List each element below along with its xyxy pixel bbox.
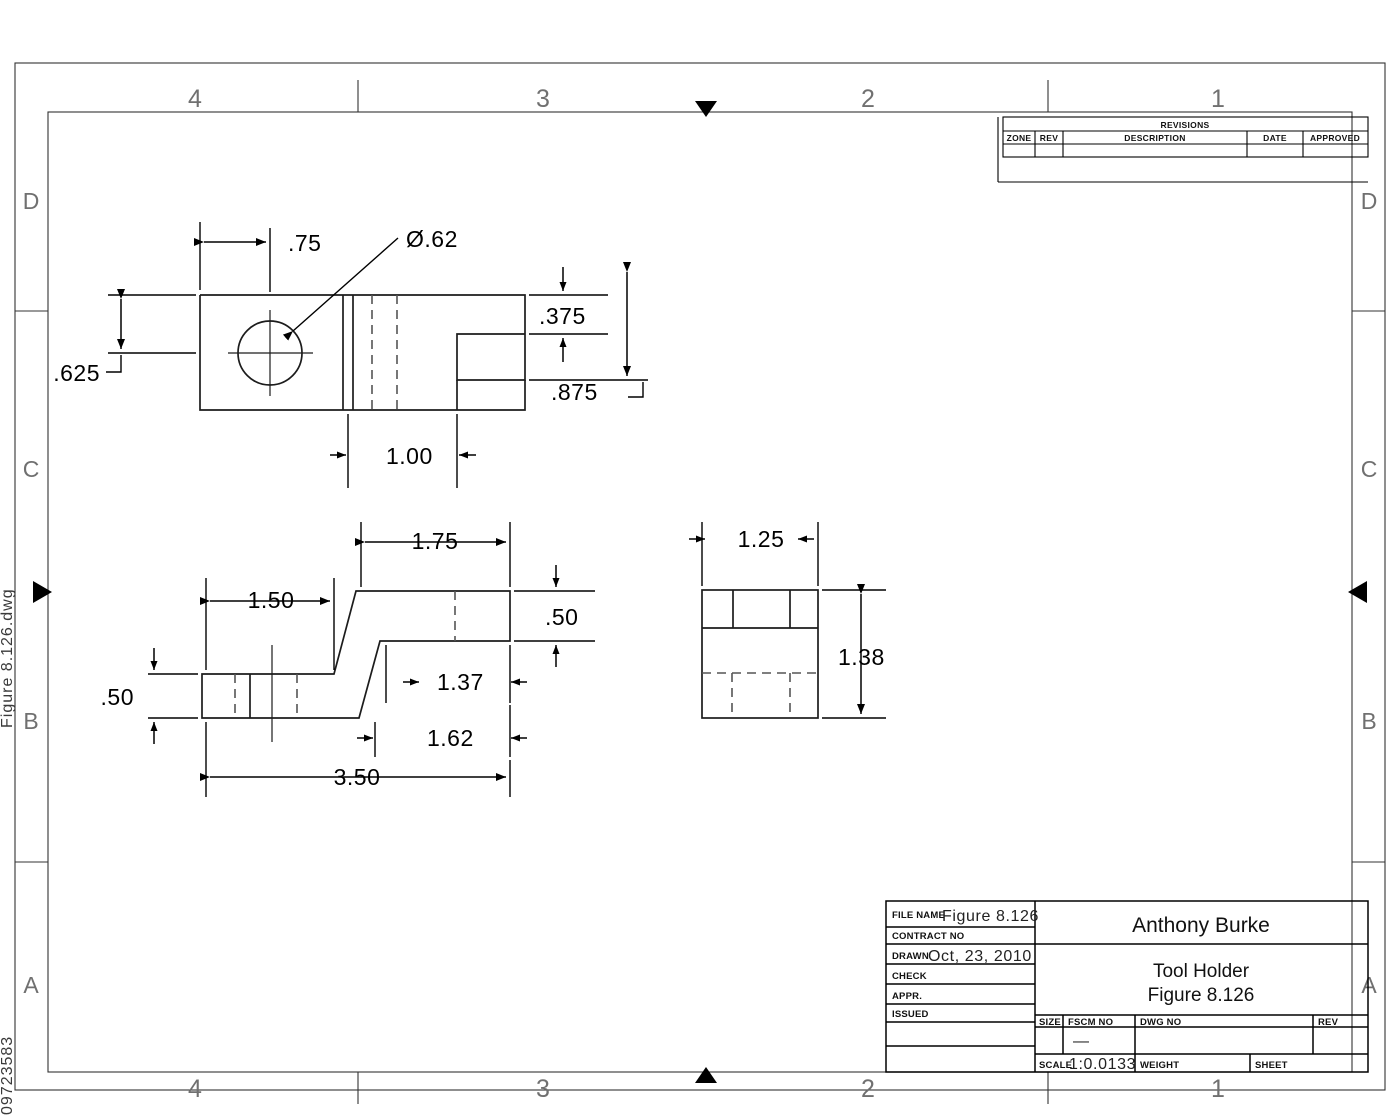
title-block-file-name-label: FILE NAME bbox=[892, 910, 945, 921]
margin-zone-numbers-bottom: 4 3 2 1 bbox=[188, 1075, 1225, 1103]
revisions-col-description: DESCRIPTION bbox=[1124, 133, 1185, 143]
revisions-title: REVISIONS bbox=[1161, 120, 1210, 130]
title-block-file-name-value: Figure 8.126 bbox=[942, 908, 1039, 925]
margin-zone-numbers-top: 4 3 2 1 bbox=[188, 85, 1225, 113]
title-block-issued-label: ISSUED bbox=[892, 1009, 929, 1020]
front-view-dimension-175: 1.75 bbox=[355, 522, 511, 587]
title-block-scale-label: SCALE bbox=[1039, 1060, 1072, 1071]
dim-label-top-thickness: .50 bbox=[545, 604, 578, 630]
center-arrow-right bbox=[1348, 581, 1367, 603]
revisions-col-rev: REV bbox=[1040, 133, 1058, 143]
margin-zone-letters-right: D C B A bbox=[1361, 188, 1378, 998]
title-block-title-line1: Tool Holder bbox=[1153, 961, 1250, 982]
front-view-dimension-bottom-050: .50 bbox=[101, 648, 198, 744]
center-arrow-top bbox=[695, 101, 717, 117]
revisions-col-approved: APPROVED bbox=[1310, 133, 1360, 143]
dim-label-overall-depth: .875 bbox=[551, 379, 598, 405]
top-view bbox=[199, 294, 526, 411]
dim-label-side-width: 1.25 bbox=[738, 526, 785, 552]
dim-label-inner-step: 1.37 bbox=[437, 669, 484, 695]
title-block-appr-label: APPR. bbox=[892, 991, 922, 1002]
revisions-col-zone: ZONE bbox=[1007, 133, 1032, 143]
title-block-company: Anthony Burke bbox=[1132, 914, 1270, 937]
center-arrow-left bbox=[33, 581, 52, 603]
zone-number-bottom-1: 1 bbox=[1211, 1075, 1225, 1103]
dim-label-overall-length: 3.50 bbox=[334, 764, 381, 790]
title-block-fscm-label: FSCM NO bbox=[1068, 1017, 1113, 1028]
side-view-dimension-125: 1.25 bbox=[689, 522, 819, 586]
top-view-dimension-075: .75 bbox=[194, 222, 321, 292]
side-view bbox=[701, 589, 819, 719]
dim-label-outer-step: 1.62 bbox=[427, 725, 474, 751]
front-view-dimension-350: 3.50 bbox=[200, 722, 511, 797]
center-arrow-bottom bbox=[695, 1067, 717, 1083]
top-view-dimension-diameter: Ø.62 bbox=[282, 226, 458, 341]
title-block: FILE NAME Figure 8.126 CONTRACT NO DRAWN… bbox=[885, 900, 1369, 1073]
dim-label-hole-offset: .75 bbox=[288, 230, 321, 256]
zone-letter-right-c: C bbox=[1361, 456, 1378, 482]
revisions-col-date: DATE bbox=[1263, 133, 1287, 143]
dim-label-lower-step: 1.50 bbox=[248, 587, 295, 613]
zone-number-bottom-2: 2 bbox=[861, 1075, 875, 1103]
front-view-dimension-137: 1.37 bbox=[385, 645, 527, 703]
front-view-dimension-162: 1.62 bbox=[357, 705, 527, 757]
title-block-dwg-no-label: DWG NO bbox=[1140, 1017, 1181, 1028]
revisions-block: REVISIONS ZONE REV DESCRIPTION DATE APPR… bbox=[997, 116, 1369, 183]
center-mark-arrows bbox=[33, 101, 1367, 1083]
top-view-dimension-100: 1.00 bbox=[330, 414, 476, 488]
title-block-sheet-label: SHEET bbox=[1255, 1060, 1288, 1071]
zone-letter-left-a: A bbox=[23, 972, 39, 998]
zone-number-bottom-3: 3 bbox=[536, 1075, 550, 1103]
zone-letter-right-a: A bbox=[1361, 972, 1377, 998]
margin-zone-letters-left: D C B A bbox=[23, 188, 40, 998]
dim-label-bottom-thickness: .50 bbox=[101, 684, 134, 710]
zone-number-top-4: 4 bbox=[188, 85, 202, 113]
title-block-drawn-value: Oct, 23, 2010 bbox=[928, 948, 1032, 965]
top-view-dimension-375: .375 bbox=[529, 267, 608, 362]
title-block-weight-label: WEIGHT bbox=[1140, 1060, 1179, 1071]
dim-label-upper-step: 1.75 bbox=[412, 528, 459, 554]
title-block-scale-value: 1:0.0133 bbox=[1069, 1056, 1136, 1073]
sheet-id-label: 09723583 bbox=[0, 1036, 16, 1115]
zone-letter-left-d: D bbox=[23, 188, 40, 214]
zone-letter-left-c: C bbox=[23, 456, 40, 482]
front-view bbox=[201, 590, 511, 742]
zone-number-top-1: 1 bbox=[1211, 85, 1225, 113]
front-view-dimension-top-050: .50 bbox=[514, 565, 595, 667]
zone-letter-left-b: B bbox=[23, 708, 38, 734]
front-view-dimension-150: 1.50 bbox=[200, 578, 335, 670]
dim-label-rib-width: 1.00 bbox=[386, 443, 433, 469]
side-view-dimension-138: 1.38 bbox=[822, 584, 886, 719]
zone-letter-right-d: D bbox=[1361, 188, 1378, 214]
dim-label-slot-width: .375 bbox=[539, 303, 586, 329]
title-block-rev-label: REV bbox=[1318, 1017, 1339, 1028]
title-block-check-label: CHECK bbox=[892, 971, 927, 982]
title-block-contract-label: CONTRACT NO bbox=[892, 931, 964, 942]
margin-zone-ticks bbox=[15, 80, 1385, 1104]
zone-number-top-3: 3 bbox=[536, 85, 550, 113]
zone-letter-right-b: B bbox=[1361, 708, 1376, 734]
sheet-file-label: Figure 8.126.dwg bbox=[0, 588, 16, 728]
top-view-dimension-875: .875 bbox=[529, 262, 648, 405]
title-block-drawn-label: DRAWN bbox=[892, 951, 929, 962]
zone-number-top-2: 2 bbox=[861, 85, 875, 113]
title-block-title-line2: Figure 8.126 bbox=[1148, 985, 1255, 1006]
dim-label-hole-diameter: Ø.62 bbox=[406, 226, 458, 252]
top-view-dimension-625: .625 bbox=[53, 289, 196, 386]
title-block-fscm-value: — bbox=[1073, 1033, 1090, 1050]
dim-label-half-height: .625 bbox=[53, 360, 100, 386]
title-block-size-label: SIZE bbox=[1039, 1017, 1061, 1028]
dim-label-side-height: 1.38 bbox=[838, 644, 885, 670]
zone-number-bottom-4: 4 bbox=[188, 1075, 202, 1103]
